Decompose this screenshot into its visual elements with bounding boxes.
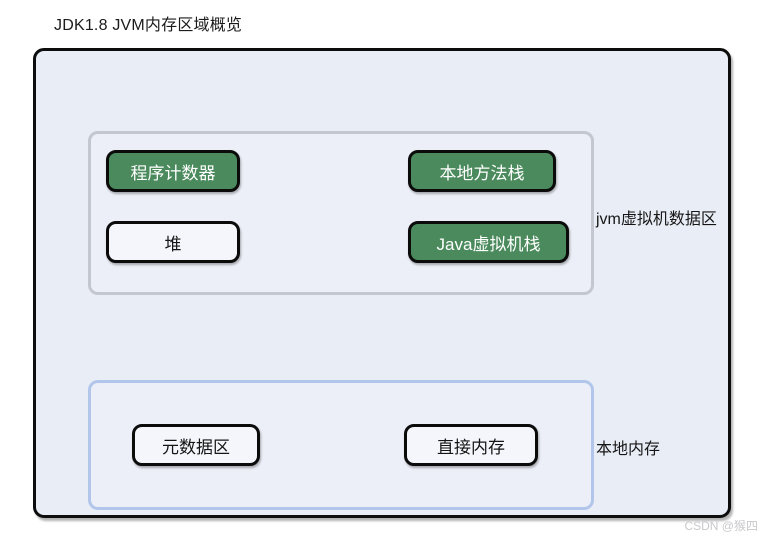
memory-item-heap: 堆 <box>106 221 240 263</box>
jvm-memory-outer-container: jvm虚拟机数据区 程序计数器 本地方法栈 堆 Java虚拟机栈 本地内存 元数… <box>33 48 731 518</box>
region-label-jvm-runtime-data-area: jvm虚拟机数据区 <box>596 211 717 228</box>
memory-item-native-method-stack: 本地方法栈 <box>408 150 556 192</box>
csdn-watermark: CSDN @猴四 <box>684 519 758 533</box>
region-label-native-memory: 本地内存 <box>596 441 661 458</box>
memory-item-direct-memory: 直接内存 <box>404 424 538 466</box>
memory-item-program-counter: 程序计数器 <box>106 150 240 192</box>
page-title: JDK1.8 JVM内存区域概览 <box>54 17 243 34</box>
memory-item-metaspace: 元数据区 <box>132 424 260 466</box>
memory-item-jvm-stack: Java虚拟机栈 <box>408 221 569 263</box>
